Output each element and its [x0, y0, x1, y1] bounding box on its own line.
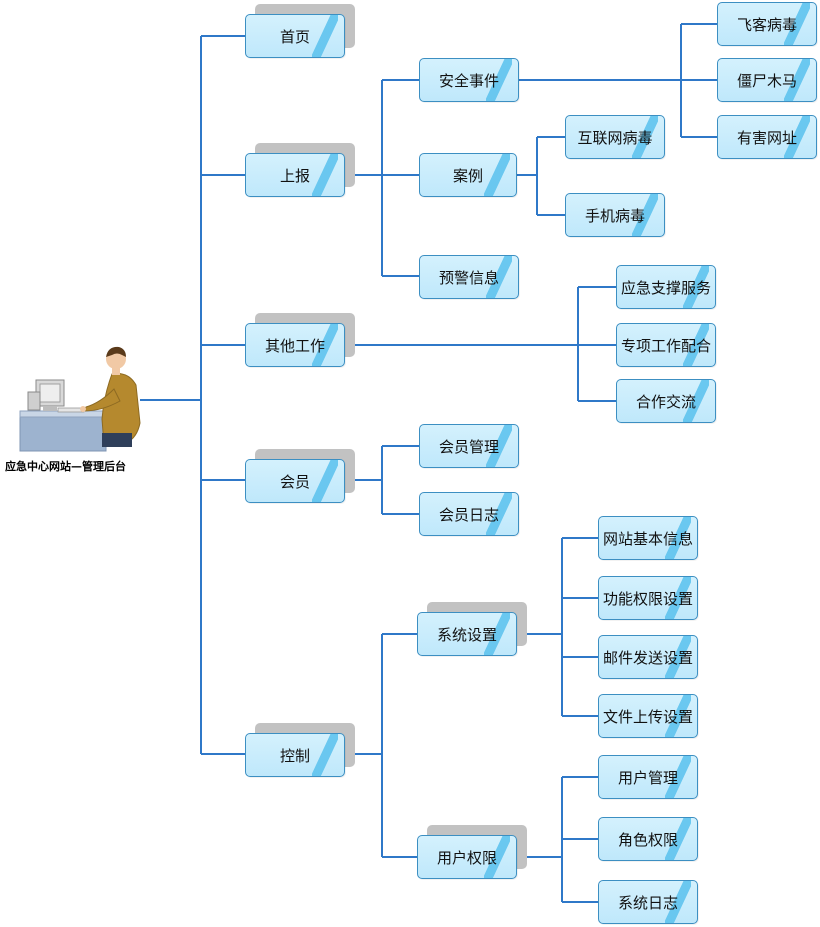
node-label: 系统设置 — [436, 625, 497, 644]
node-member-log[interactable]: 会员日志 — [419, 492, 519, 536]
node-label: 会员日志 — [438, 505, 499, 524]
node-label: 僵尸木马 — [736, 71, 797, 90]
person-at-computer-icon — [19, 346, 141, 452]
node-label: 安全事件 — [438, 71, 499, 90]
node-conficker-virus[interactable]: 飞客病毒 — [717, 2, 817, 46]
node-special-coordination[interactable]: 专项工作配合 — [616, 323, 716, 367]
node-label: 会员 — [279, 472, 310, 491]
node-system-settings[interactable]: 系统设置 — [417, 612, 517, 656]
node-email-sending-settings[interactable]: 邮件发送设置 — [598, 635, 698, 679]
node-label: 系统日志 — [617, 893, 678, 912]
root-label: 应急中心网站—管理后台 — [5, 460, 126, 473]
node-label: 会员管理 — [438, 437, 499, 456]
node-label: 合作交流 — [635, 392, 696, 411]
node-label: 飞客病毒 — [736, 15, 797, 34]
node-label: 首页 — [279, 27, 310, 46]
node-label: 角色权限 — [617, 830, 678, 849]
node-label: 应急支撑服务 — [620, 278, 711, 297]
node-label: 用户权限 — [436, 848, 497, 867]
node-label: 预警信息 — [438, 268, 499, 287]
node-label: 网站基本信息 — [602, 529, 693, 548]
node-security-events[interactable]: 安全事件 — [419, 58, 519, 102]
node-botnet-trojan[interactable]: 僵尸木马 — [717, 58, 817, 102]
node-label: 文件上传设置 — [602, 707, 693, 726]
node-user-permissions[interactable]: 用户权限 — [417, 835, 517, 879]
node-label: 功能权限设置 — [602, 589, 693, 608]
node-label: 手机病毒 — [584, 206, 645, 225]
node-control[interactable]: 控制 — [245, 733, 345, 777]
node-report[interactable]: 上报 — [245, 153, 345, 197]
node-label: 有害网址 — [736, 128, 797, 147]
node-user-management[interactable]: 用户管理 — [598, 755, 698, 799]
node-label: 控制 — [279, 746, 310, 765]
node-warning-info[interactable]: 预警信息 — [419, 255, 519, 299]
node-members[interactable]: 会员 — [245, 459, 345, 503]
node-mobile-virus[interactable]: 手机病毒 — [565, 193, 665, 237]
node-label: 互联网病毒 — [577, 128, 653, 147]
node-internet-virus[interactable]: 互联网病毒 — [565, 115, 665, 159]
node-other-work[interactable]: 其他工作 — [245, 323, 345, 367]
node-malicious-url[interactable]: 有害网址 — [717, 115, 817, 159]
node-emergency-support[interactable]: 应急支撑服务 — [616, 265, 716, 309]
node-cases[interactable]: 案例 — [419, 153, 517, 197]
node-cooperation-exchange[interactable]: 合作交流 — [616, 379, 716, 423]
node-file-upload-settings[interactable]: 文件上传设置 — [598, 694, 698, 738]
node-site-basic-info[interactable]: 网站基本信息 — [598, 516, 698, 560]
node-system-log[interactable]: 系统日志 — [598, 880, 698, 924]
node-label: 上报 — [279, 166, 310, 185]
node-label: 专项工作配合 — [620, 336, 711, 355]
node-member-management[interactable]: 会员管理 — [419, 424, 519, 468]
node-label: 用户管理 — [617, 768, 678, 787]
node-home[interactable]: 首页 — [245, 14, 345, 58]
node-label: 案例 — [452, 166, 483, 185]
node-label: 邮件发送设置 — [602, 648, 693, 667]
node-function-permission-settings[interactable]: 功能权限设置 — [598, 576, 698, 620]
node-label: 其他工作 — [264, 336, 325, 355]
node-role-permissions[interactable]: 角色权限 — [598, 817, 698, 861]
